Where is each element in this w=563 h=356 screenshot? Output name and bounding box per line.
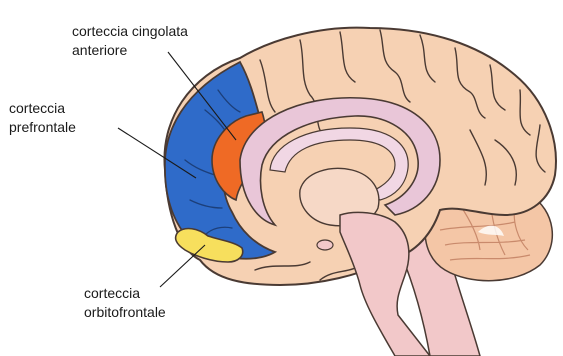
label-orbitofrontal: corteccia orbitofrontale <box>84 284 166 322</box>
label-orbitofrontal-line1: corteccia <box>84 284 166 303</box>
label-prefrontal-line1: corteccia <box>9 99 76 118</box>
label-anterior-cingulate-line1: corteccia cingolata <box>72 22 188 41</box>
label-anterior-cingulate-line2: anteriore <box>72 41 188 60</box>
leader-line-orbitofrontal <box>160 245 205 287</box>
label-orbitofrontal-line2: orbitofrontale <box>84 303 166 322</box>
label-anterior-cingulate: corteccia cingolata anteriore <box>72 22 188 60</box>
label-prefrontal-line2: prefrontale <box>9 118 76 137</box>
pituitary <box>317 240 333 250</box>
label-prefrontal: corteccia prefrontale <box>9 99 76 137</box>
